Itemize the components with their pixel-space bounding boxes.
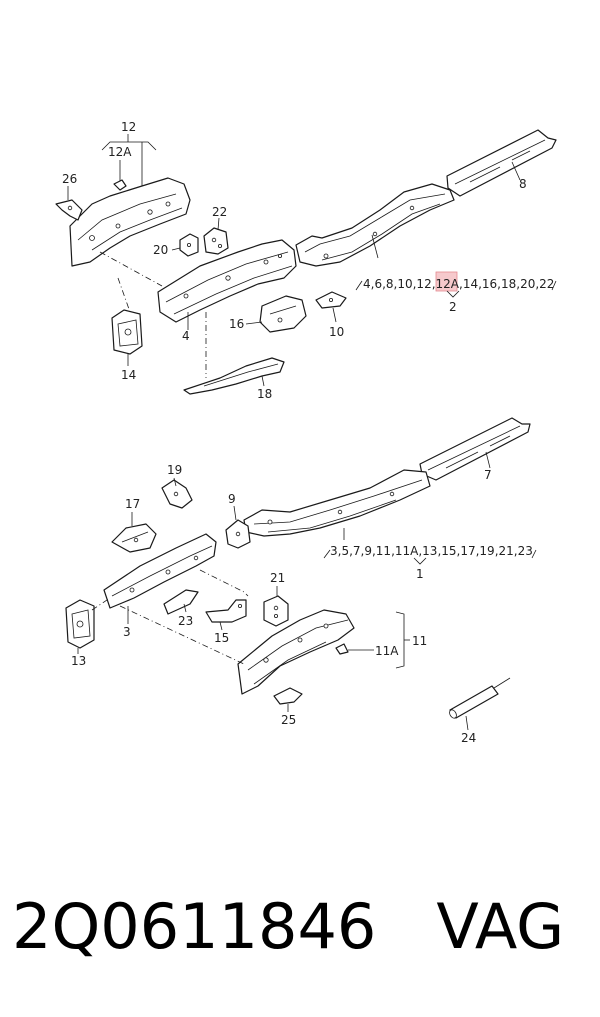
label-21: 21 [270,571,285,585]
label-2: 2 [449,300,457,314]
part-10 [315,291,347,309]
label-23: 23 [178,614,193,628]
part-26 [55,199,83,221]
brand-name: VAG [436,890,565,963]
group-1-list: 3,5,7,9,11,11A,13,15,17,19,21,23 [330,544,533,558]
label-13: 13 [71,654,86,668]
label-25: 25 [281,713,296,727]
label-18: 18 [257,387,272,401]
label-22: 22 [212,205,227,219]
part-8 [446,129,557,197]
part-2-long-member [295,183,455,267]
label-17: 17 [125,497,140,511]
part-12 [69,177,191,267]
part-25 [273,687,303,705]
highlight-12a [435,271,458,292]
group-2-list-pre: 4,6,8,10,12, [363,277,436,291]
label-12: 12 [121,120,136,134]
label-14: 14 [121,368,136,382]
part-3 [103,533,217,609]
part-22 [203,227,229,255]
part-9 [225,519,251,549]
part-11a-clip [335,643,349,655]
part-14 [111,309,143,355]
part-17 [111,523,157,553]
label-15: 15 [214,631,229,645]
label-8: 8 [519,177,527,191]
svg-text:4,6,8,10,12,12A,14,16,18,20,22: 4,6,8,10,12,12A,14,16,18,20,22 [363,277,554,291]
part-20 [179,233,199,257]
label-24: 24 [461,731,476,745]
label-9: 9 [228,492,236,506]
part-11 [237,609,355,695]
label-11a: 11A [375,644,399,658]
part-7 [419,417,531,481]
part-15 [205,599,247,623]
label-3: 3 [123,625,131,639]
part-4 [157,239,297,323]
part-24 [449,677,511,719]
part-number: 2Q0611846 [12,890,377,963]
label-7: 7 [484,468,492,482]
part-23 [163,589,199,615]
label-4: 4 [182,329,190,343]
label-20: 20 [153,243,168,257]
label-16: 16 [229,317,244,331]
label-10: 10 [329,325,344,339]
part-13 [65,599,95,649]
label-19: 19 [167,463,182,477]
label-26: 26 [62,172,77,186]
part-21 [263,595,289,627]
footer: 2Q0611846 VAG [12,890,592,980]
part-1-long-member [243,469,431,537]
part-18 [183,357,285,395]
part-12a-clip [113,179,127,191]
part-16 [259,295,307,333]
group-2-list-post: ,14,16,18,20,22 [459,277,554,291]
label-12a: 12A [108,145,132,159]
group-2-list-highlight: 12A [436,277,460,291]
label-11: 11 [412,634,427,648]
label-1: 1 [416,567,424,581]
part-19 [161,479,193,509]
